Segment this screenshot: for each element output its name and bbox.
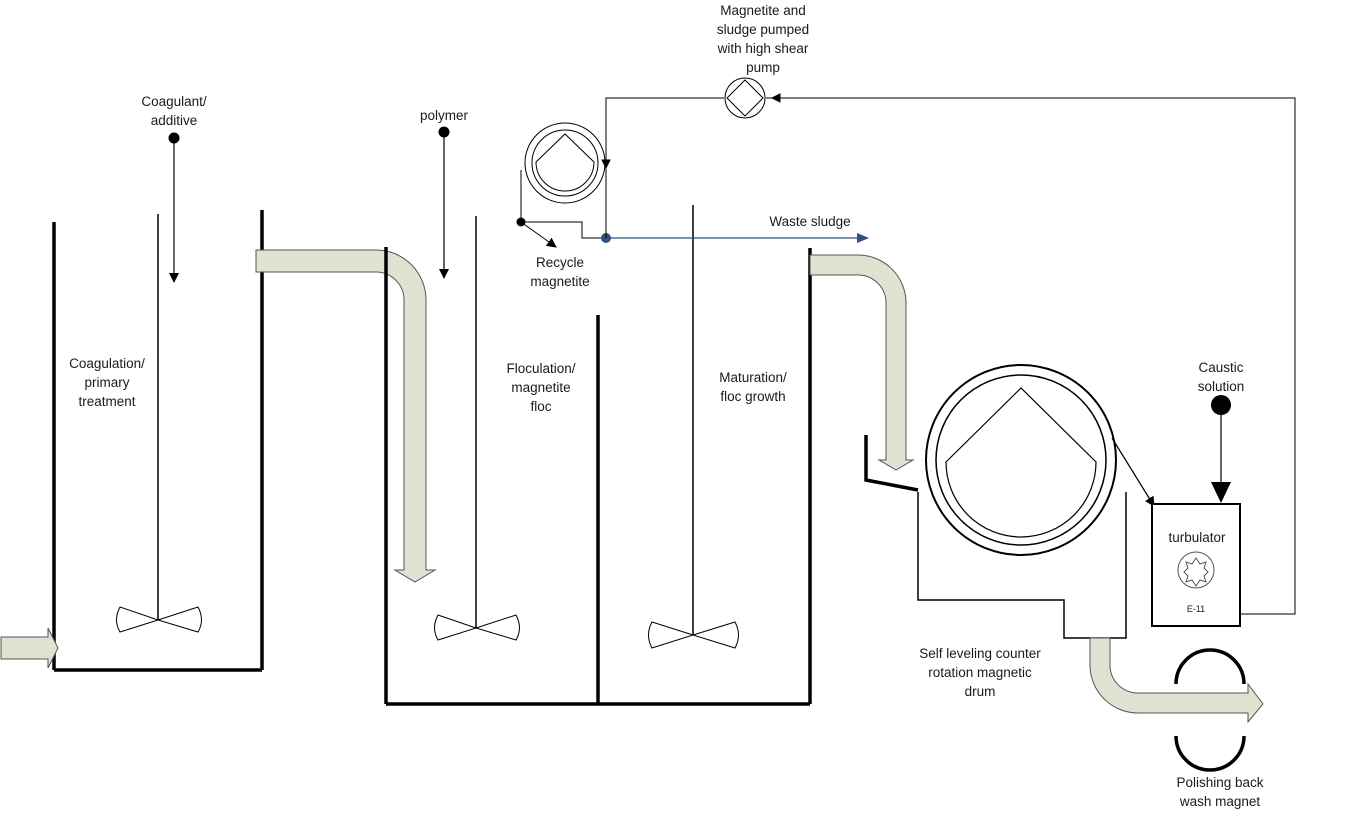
flocculation-mixer: [434, 216, 520, 641]
influent-arrow: [0, 627, 59, 669]
transfer-pipe-2: [809, 254, 915, 471]
high-shear-pump-label: Magnetite and sludge pumped with high sh…: [716, 3, 810, 75]
maturation-mixer: [648, 205, 739, 649]
magnetic-drum-label: Self leveling counter rotation magnetic …: [919, 646, 1041, 699]
polymer-label: polymer: [419, 108, 468, 123]
recycle-loop-line: [601, 93, 1296, 615]
polishing-magnet: [1174, 648, 1246, 772]
turbulator-tag: E-11: [1186, 604, 1206, 614]
magnetite-separator: [520, 122, 606, 239]
coagulation-tank-label: Coagulation/ primary treatment: [69, 356, 145, 409]
turbulator-unit: [1151, 503, 1241, 627]
coagulation-tank: [52, 210, 264, 672]
transfer-pipe-1: [255, 249, 437, 583]
waste-sludge-label: Waste sludge: [769, 214, 851, 229]
recycle-magnetite-line: [516, 217, 557, 248]
coagulation-mixer: [116, 214, 202, 633]
maturation-tank-label: Maturation/ floc growth: [719, 370, 787, 404]
coagulant-feed: [168, 132, 180, 283]
caustic-feed: [1211, 395, 1231, 503]
effluent-pipe: [1089, 637, 1264, 724]
waste-sludge-line: [601, 233, 869, 243]
polymer-feed: [438, 126, 450, 279]
polishing-magnet-label: Polishing back wash magnet: [1176, 775, 1264, 809]
high-shear-pump: [724, 77, 766, 119]
flocculation-tank-label: Floculation/ magnetite floc: [506, 361, 576, 414]
turbulator-label: turbulator: [1168, 530, 1226, 545]
recycle-magnetite-label: Recycle magnetite: [530, 255, 590, 289]
caustic-label: Caustic solution: [1197, 360, 1245, 394]
flocculation-maturation-tank: [384, 247, 812, 706]
magnetic-drum: [864, 364, 1155, 639]
coagulant-label: Coagulant/ additive: [141, 94, 207, 128]
